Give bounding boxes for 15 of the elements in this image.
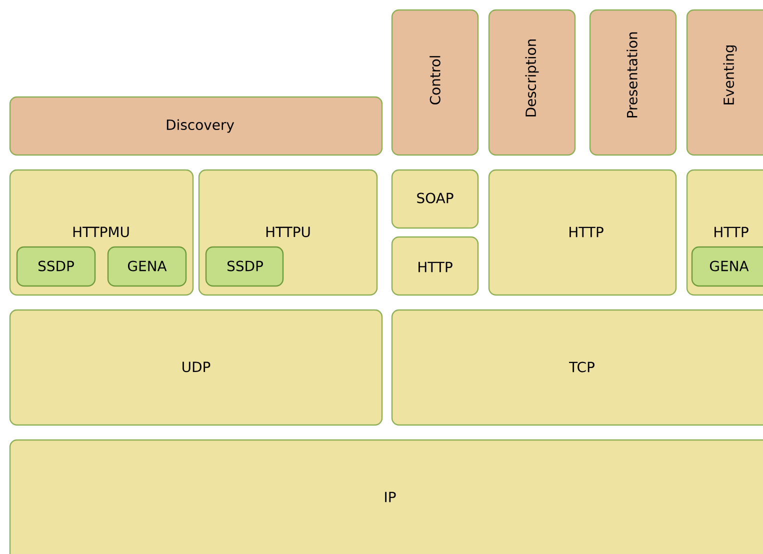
- protocol-chip: GENA: [691, 246, 763, 287]
- protocol-box: HTTP: [391, 236, 479, 296]
- layer-box: Control: [391, 9, 479, 156]
- protocol-box: UDP: [9, 309, 383, 426]
- layer-box: Description: [488, 9, 576, 156]
- protocol-box: IP: [9, 439, 763, 554]
- layer-box: Discovery: [9, 96, 383, 156]
- layer-box: Presentation: [589, 9, 677, 156]
- layer-box: Eventing: [686, 9, 763, 156]
- protocol-chip: GENA: [107, 246, 187, 287]
- protocol-box: TCP: [391, 309, 763, 426]
- protocol-chip: SSDP: [16, 246, 96, 287]
- protocol-chip: SSDP: [205, 246, 284, 287]
- protocol-box: SOAP: [391, 169, 479, 229]
- protocol-box: HTTP: [488, 169, 677, 296]
